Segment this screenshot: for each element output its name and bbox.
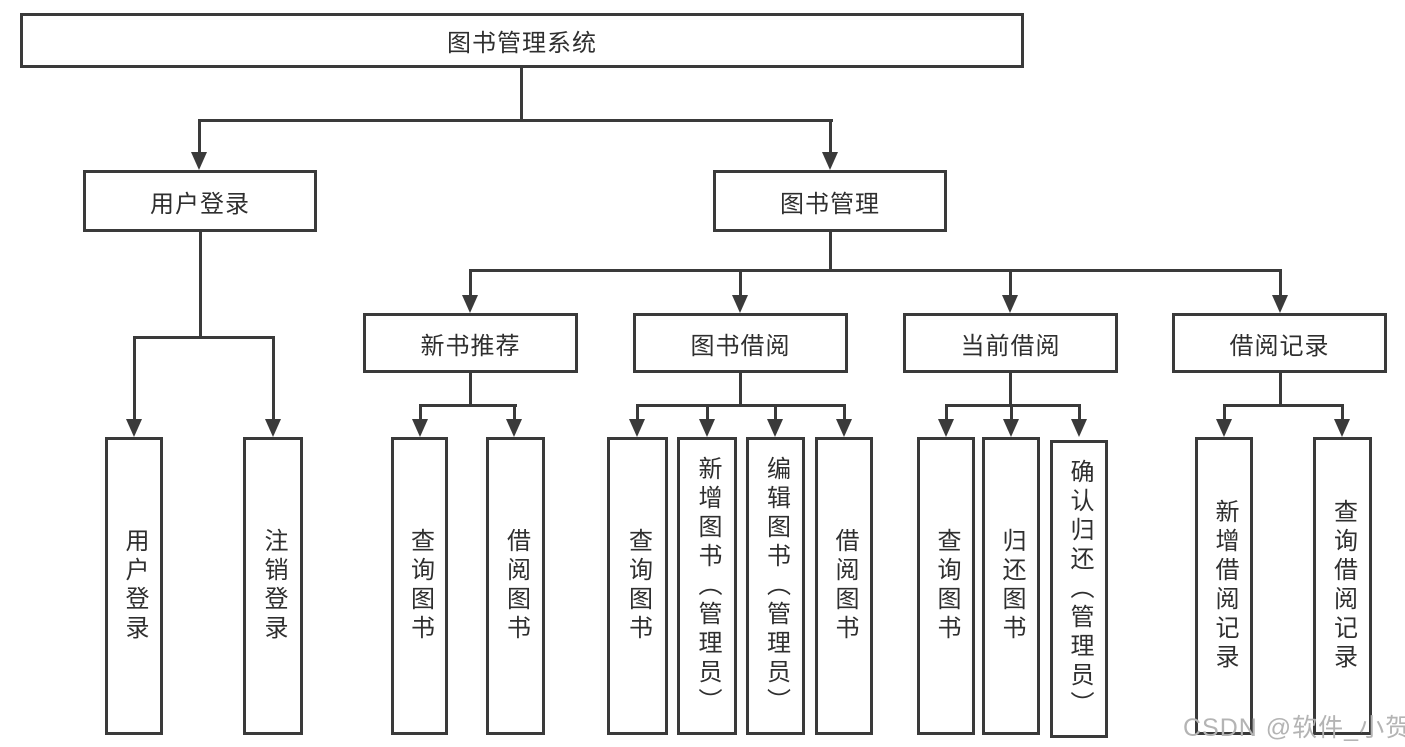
connector-line xyxy=(1279,371,1282,406)
connector-line xyxy=(469,269,1282,272)
arrowhead-down-icon xyxy=(822,152,838,170)
connector-line xyxy=(829,119,832,154)
node-book-management: 图书管理 xyxy=(713,170,947,232)
connector-line xyxy=(1010,404,1013,421)
arrowhead-down-icon xyxy=(836,419,852,437)
node-leaf-borrow-book-1: 借阅图书 xyxy=(486,437,545,735)
connector-line xyxy=(133,336,136,421)
node-library-management-system: 图书管理系统 xyxy=(20,13,1024,68)
connector-line xyxy=(469,269,472,297)
arrowhead-down-icon xyxy=(1272,295,1288,313)
arrowhead-down-icon xyxy=(1334,419,1350,437)
connector-line xyxy=(945,404,1081,407)
node-label: 编辑图书（管理员） xyxy=(762,455,790,717)
arrowhead-down-icon xyxy=(938,419,954,437)
node-label: 注销登录 xyxy=(260,528,287,644)
connector-line xyxy=(419,404,422,421)
node-leaf-query-book-2: 查询图书 xyxy=(607,437,668,735)
arrowhead-down-icon xyxy=(767,419,783,437)
node-leaf-logout: 注销登录 xyxy=(243,437,303,735)
node-label: 新增图书（管理员） xyxy=(694,455,721,717)
connector-line xyxy=(198,119,833,122)
arrowhead-down-icon xyxy=(191,152,207,170)
node-label: 借阅图书 xyxy=(831,528,858,644)
node-label: 确认归还（管理员） xyxy=(1066,458,1093,720)
node-leaf-edit-book-admin: 编辑图书（管理员） xyxy=(746,437,805,735)
node-label: 用户登录 xyxy=(121,528,148,644)
node-label: 归还图书 xyxy=(998,528,1025,644)
node-book-borrowing: 图书借阅 xyxy=(633,313,848,373)
connector-line xyxy=(945,404,948,421)
node-user-login: 用户登录 xyxy=(83,170,317,232)
arrowhead-down-icon xyxy=(699,419,715,437)
node-current-borrowing: 当前借阅 xyxy=(903,313,1118,373)
connector-line xyxy=(739,371,742,406)
connector-line xyxy=(199,230,202,338)
connector-line xyxy=(1078,404,1081,421)
arrowhead-down-icon xyxy=(126,419,142,437)
connector-line xyxy=(198,119,201,154)
connector-line xyxy=(1279,269,1282,297)
connector-line xyxy=(133,336,275,339)
node-label: 图书管理 xyxy=(780,190,880,218)
connector-line xyxy=(469,371,472,406)
connector-line xyxy=(636,404,846,407)
connector-line xyxy=(272,336,275,421)
node-leaf-query-book-1: 查询图书 xyxy=(391,437,448,735)
csdn-watermark: CSDN @软件_小贺同学 xyxy=(1183,714,1405,742)
node-label: 借阅记录 xyxy=(1229,332,1330,360)
arrowhead-down-icon xyxy=(1003,419,1019,437)
node-label: 查询借阅记录 xyxy=(1329,499,1357,673)
arrowhead-down-icon xyxy=(265,419,281,437)
node-label: 当前借阅 xyxy=(960,332,1061,360)
node-label: 图书借阅 xyxy=(690,332,791,360)
connector-line xyxy=(774,404,777,421)
connector-line xyxy=(520,66,523,122)
connector-line xyxy=(513,404,516,421)
connector-line xyxy=(419,404,517,407)
arrowhead-down-icon xyxy=(1216,419,1232,437)
node-label: 查询图书 xyxy=(624,528,652,644)
node-leaf-return-book: 归还图书 xyxy=(982,437,1040,735)
connector-line xyxy=(1009,269,1012,297)
node-leaf-confirm-return-admin: 确认归还（管理员） xyxy=(1050,440,1108,738)
connector-line xyxy=(829,230,832,272)
arrowhead-down-icon xyxy=(412,419,428,437)
arrowhead-down-icon xyxy=(506,419,522,437)
node-new-book-recommend: 新书推荐 xyxy=(363,313,578,373)
connector-line xyxy=(843,404,846,421)
node-leaf-user-login: 用户登录 xyxy=(105,437,163,735)
node-leaf-add-borrow-record: 新增借阅记录 xyxy=(1195,437,1253,735)
node-label: 新书推荐 xyxy=(420,332,521,360)
node-label: 查询图书 xyxy=(406,528,434,644)
node-label: 查询图书 xyxy=(933,528,960,644)
connector-line xyxy=(1341,404,1344,421)
node-leaf-query-borrow-record: 查询借阅记录 xyxy=(1313,437,1372,735)
connector-line xyxy=(706,404,709,421)
arrowhead-down-icon xyxy=(732,295,748,313)
connector-line xyxy=(1223,404,1344,407)
node-borrowing-records: 借阅记录 xyxy=(1172,313,1387,373)
connector-line xyxy=(636,404,639,421)
arrowhead-down-icon xyxy=(1071,419,1087,437)
connector-line xyxy=(1009,371,1012,406)
node-label: 新增借阅记录 xyxy=(1211,499,1238,673)
node-label: 用户登录 xyxy=(150,190,250,218)
arrowhead-down-icon xyxy=(629,419,645,437)
connector-line xyxy=(1223,404,1226,421)
node-label: 图书管理系统 xyxy=(447,30,597,57)
node-label: 借阅图书 xyxy=(502,528,530,644)
node-leaf-borrow-book-2: 借阅图书 xyxy=(815,437,873,735)
arrowhead-down-icon xyxy=(462,295,478,313)
arrowhead-down-icon xyxy=(1002,295,1018,313)
node-leaf-add-book-admin: 新增图书（管理员） xyxy=(677,437,737,735)
connector-line xyxy=(739,269,742,297)
node-leaf-query-book-3: 查询图书 xyxy=(917,437,975,735)
